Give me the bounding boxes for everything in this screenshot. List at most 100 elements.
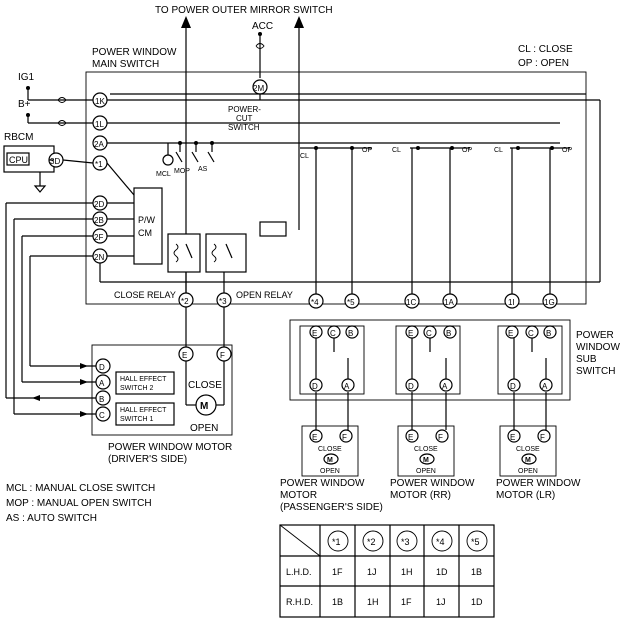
relay-switch (259, 221, 287, 237)
terminal-2m: 2M (252, 79, 268, 95)
driver-left-wires (5, 202, 96, 417)
svg-text:B: B (546, 329, 551, 338)
svg-text:2A: 2A (94, 140, 104, 149)
cl-label-1: CL (300, 153, 309, 160)
power-cut-2: CUT (236, 114, 253, 123)
row-lhd-cell-4: 1D (436, 567, 448, 577)
row-rhd-cell-1: 1B (332, 597, 343, 607)
svg-text:3D: 3D (50, 157, 60, 166)
rr-close: CLOSE (414, 446, 438, 453)
lhd-rhd-table (279, 524, 495, 618)
svg-text:B: B (348, 329, 353, 338)
pass-m: M (327, 457, 333, 464)
terminal-1i: 1I (504, 293, 520, 309)
row-rhd-cell-5: 1D (471, 597, 483, 607)
sub-switch-enclosure (289, 319, 571, 401)
terminal-2a: 2A (92, 135, 108, 151)
svg-text:C: C (99, 411, 105, 420)
svg-text:E: E (312, 433, 317, 442)
svg-text:D: D (312, 382, 318, 391)
table-header-4: *4 (436, 537, 445, 547)
row-lhd-cell-1: 1F (332, 567, 343, 577)
svg-text:1C: 1C (406, 298, 416, 307)
table-header-5: *5 (471, 537, 480, 547)
legend-open: OP : OPEN (518, 58, 569, 69)
terminal-star3: *3 (216, 292, 232, 308)
rbcm-label: RBCM (4, 132, 33, 143)
lr-open: OPEN (518, 468, 538, 475)
svg-text:A: A (344, 382, 350, 391)
svg-text:F: F (220, 351, 225, 360)
driver-motor-block: E F D A B C (91, 307, 233, 436)
svg-text:1G: 1G (544, 298, 555, 307)
svg-text:B: B (99, 395, 104, 404)
bplus-label: B+ (18, 99, 31, 110)
sub-switch-2: WINDOW (576, 342, 620, 353)
driver-title-1: POWER WINDOW MOTOR (108, 442, 232, 453)
cpu-box (6, 152, 30, 166)
row-rhd-cell-3: 1F (401, 597, 412, 607)
svg-text:C: C (426, 329, 432, 338)
hall2-line1: HALL EFFECT (120, 376, 167, 383)
mcl-label: MCL (156, 171, 171, 178)
rr-title-1: POWER WINDOW (390, 478, 475, 489)
driver-close-label: CLOSE (188, 380, 222, 391)
terminal-2b: 2B (92, 211, 108, 227)
power-cut-1: POWER- (228, 105, 261, 114)
cl-label-2: CL (392, 147, 401, 154)
hall1-line1: HALL EFFECT (120, 407, 167, 414)
legend-close: CL : CLOSE (518, 44, 573, 55)
svg-text:C: C (528, 329, 534, 338)
row-rhd-cell-2: 1H (367, 597, 379, 607)
as-label: AS (198, 166, 208, 173)
terminal-1c: 1C (404, 293, 420, 309)
svg-text:E: E (408, 433, 413, 442)
sub-switch-lr: E C B D A (497, 325, 563, 395)
lr-title-1: POWER WINDOW (496, 478, 581, 489)
close-relay (167, 233, 201, 273)
svg-text:E: E (312, 329, 317, 338)
mop-label: MOP (174, 168, 190, 175)
svg-text:1A: 1A (444, 298, 454, 307)
ig1-label: IG1 (18, 72, 35, 83)
main-switch-enclosure (85, 71, 587, 305)
power-cut-3: SWITCH (228, 123, 260, 132)
hall1-line2: SWITCH 1 (120, 416, 154, 423)
svg-text:*2: *2 (181, 297, 189, 306)
lr-m: M (525, 457, 531, 464)
sub-switch-4: SWITCH (576, 366, 615, 377)
svg-text:A: A (99, 379, 105, 388)
ground-icon (33, 172, 47, 193)
pass-open: OPEN (320, 468, 340, 475)
pw-label-2: CM (138, 228, 152, 238)
rr-m: M (423, 457, 429, 464)
main-switch-title-2: MAIN SWITCH (92, 59, 159, 70)
rr-title-2: MOTOR (RR) (390, 490, 451, 501)
svg-text:C: C (330, 329, 336, 338)
svg-text:E: E (182, 351, 187, 360)
terminal-2n: 2N (92, 248, 108, 264)
terminal-1a: 1A (442, 293, 458, 309)
driver-open-label: OPEN (190, 423, 218, 434)
acc-fuse (255, 32, 265, 78)
terminal-1g: 1G (542, 293, 558, 309)
table-header-3: *3 (401, 537, 410, 547)
svg-text:2N: 2N (94, 253, 104, 262)
row-lhd-cell-5: 1B (471, 567, 482, 577)
svg-text:D: D (99, 363, 105, 372)
motor-lr: E F (499, 392, 557, 477)
terminal-star1: *1 (92, 155, 108, 171)
row-rhd-label: R.H.D. (286, 597, 313, 607)
op-label-1: OP (362, 147, 372, 154)
svg-text:*5: *5 (347, 298, 355, 307)
svg-text:D: D (408, 382, 414, 391)
svg-text:A: A (542, 382, 548, 391)
close-relay-label: CLOSE RELAY (114, 290, 176, 300)
lr-close: CLOSE (516, 446, 540, 453)
acc-label: ACC (252, 21, 273, 32)
table-header-2: *2 (367, 537, 376, 547)
sub-switch-passenger: E C B D A (299, 325, 365, 395)
abbr-mop: MOP : MANUAL OPEN SWITCH (6, 498, 152, 509)
internal-switches (162, 141, 215, 166)
op-label-2: OP (462, 147, 472, 154)
